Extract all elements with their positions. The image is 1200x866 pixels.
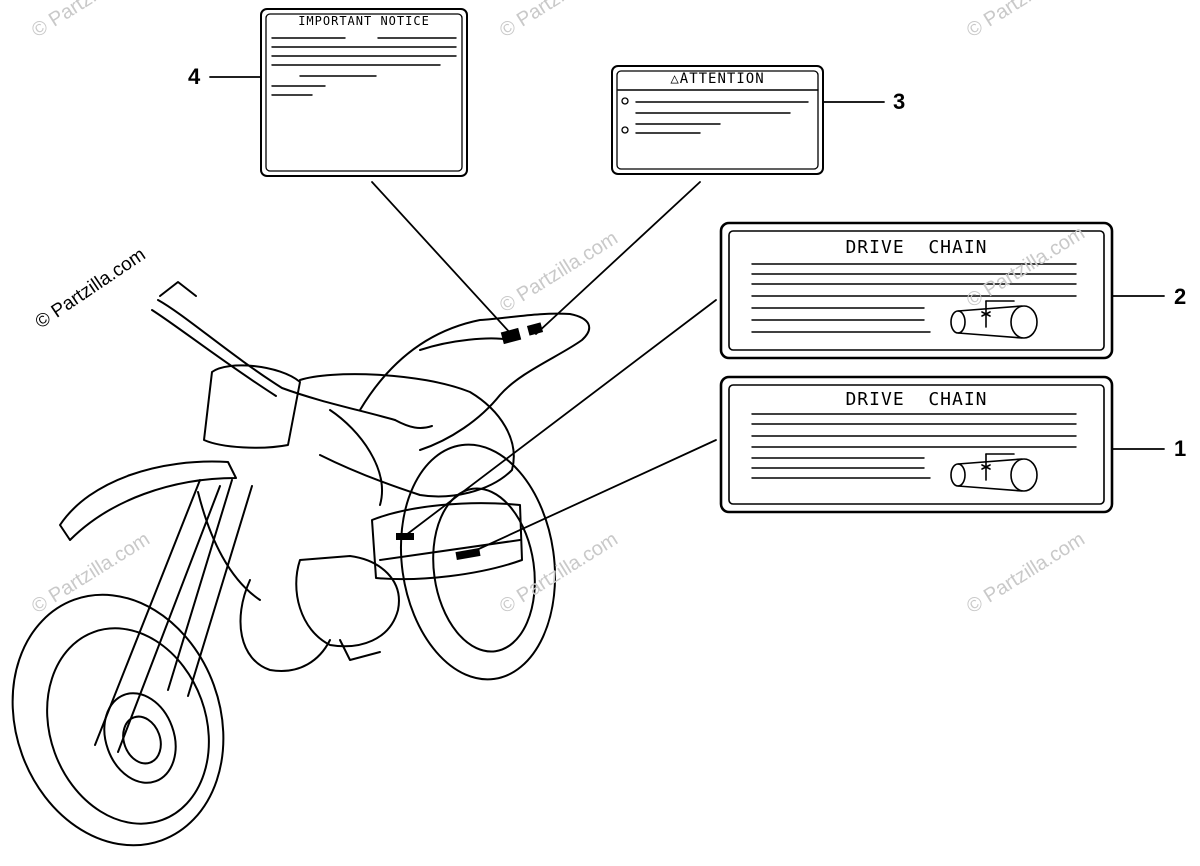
callout-2: 2 bbox=[1174, 284, 1187, 309]
callout-1: 1 bbox=[1174, 436, 1187, 461]
motorcycle-outline bbox=[11, 281, 591, 847]
leader-lines bbox=[209, 76, 1165, 554]
decal-markers bbox=[396, 322, 544, 561]
callout-3: 3 bbox=[893, 89, 906, 114]
attention-title: △ATTENTION bbox=[670, 71, 765, 87]
label-drive-chain-lower bbox=[719, 375, 1114, 514]
drive-chain-lower-title: DRIVE CHAIN bbox=[845, 389, 988, 410]
drive-chain-upper-title: DRIVE CHAIN bbox=[845, 237, 988, 258]
important-notice-title: IMPORTANT NOTICE bbox=[298, 14, 430, 28]
label-drive-chain-upper bbox=[719, 221, 1114, 360]
label-attention bbox=[611, 65, 824, 175]
callout-4: 4 bbox=[188, 64, 201, 89]
label-important-notice bbox=[260, 8, 468, 177]
